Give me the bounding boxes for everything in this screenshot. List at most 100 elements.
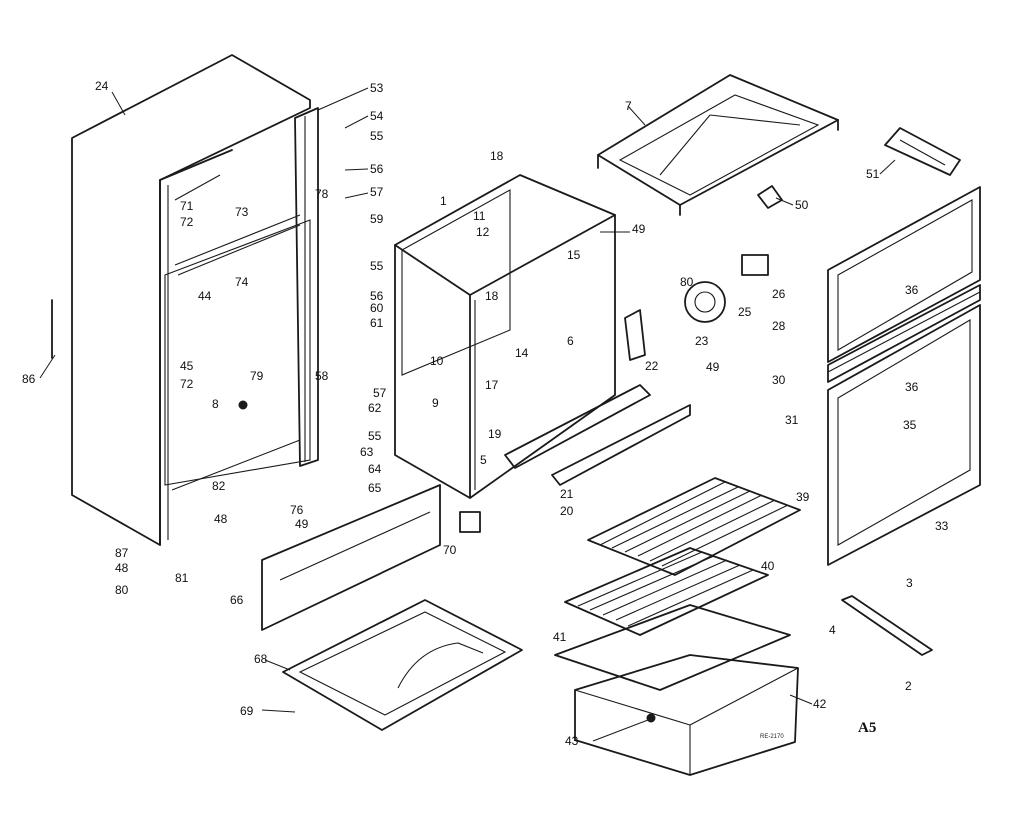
callout: 21 — [560, 487, 574, 501]
callout: 23 — [695, 334, 709, 348]
callout: 63 — [360, 445, 374, 459]
callout: 43 — [565, 734, 579, 748]
callout: 49 — [706, 360, 720, 374]
callout: 1 — [440, 194, 447, 208]
callout: 3 — [906, 576, 913, 590]
callout-labels: 24 53 54 55 56 57 78 59 55 56 60 61 71 7… — [22, 79, 949, 748]
callout: 82 — [212, 479, 226, 493]
callout: 17 — [485, 378, 499, 392]
callout: 58 — [315, 369, 329, 383]
callout: 28 — [772, 319, 786, 333]
callout: 57 — [370, 185, 384, 199]
callout: 41 — [553, 630, 567, 644]
callout: 6 — [567, 334, 574, 348]
callout: 72 — [180, 377, 194, 391]
callout: 86 — [22, 372, 36, 386]
base-grille — [261, 484, 441, 631]
callout: 35 — [903, 418, 917, 432]
door-hinge — [841, 595, 933, 656]
callout: 14 — [515, 346, 529, 360]
callout: 65 — [368, 481, 382, 495]
leader-lines — [39, 87, 896, 742]
fan-motor — [741, 254, 769, 276]
part-22 — [624, 309, 646, 361]
callout: 48 — [214, 512, 228, 526]
cabinet-shell — [71, 54, 311, 546]
callout: 33 — [935, 519, 949, 533]
callout: 10 — [430, 354, 444, 368]
callout: 48 — [115, 561, 129, 575]
fastener-8 — [238, 400, 248, 410]
cabinet-mullion — [294, 107, 319, 467]
callout: 57 — [373, 386, 387, 400]
callout: 55 — [370, 259, 384, 273]
door-gasket-divider — [827, 284, 981, 383]
fan-shroud — [684, 281, 726, 323]
callout: 24 — [95, 79, 109, 93]
fresh-food-door — [827, 304, 981, 566]
callout: 55 — [368, 429, 382, 443]
drain-pan — [282, 599, 523, 731]
callout: 50 — [795, 198, 809, 212]
fastener-43 — [646, 713, 656, 723]
callout: 74 — [235, 275, 249, 289]
callout: 2 — [905, 679, 912, 693]
callout: 36 — [905, 380, 919, 394]
callout: 20 — [560, 504, 574, 518]
part-50 — [757, 185, 783, 209]
callout: 11 — [473, 209, 486, 223]
callout: 19 — [488, 427, 502, 441]
callout: 49 — [295, 517, 309, 531]
callout: 56 — [370, 162, 384, 176]
callout: 12 — [476, 225, 490, 239]
callout: 25 — [738, 305, 752, 319]
wire-shelf-40 — [564, 547, 769, 636]
callout: 54 — [370, 109, 384, 123]
callout: 81 — [175, 571, 189, 585]
callout: 18 — [490, 149, 504, 163]
callout: 9 — [432, 396, 439, 410]
ice-tray — [884, 127, 961, 176]
callout: 53 — [370, 81, 384, 95]
callout: 56 — [370, 289, 384, 303]
callout: 69 — [240, 704, 254, 718]
callout: 62 — [368, 401, 382, 415]
glass-shelf — [554, 604, 791, 691]
crisper-drawer — [574, 654, 799, 776]
callout: 15 — [567, 248, 581, 262]
callout: 61 — [370, 316, 384, 330]
callout: 51 — [866, 167, 880, 181]
callout: 42 — [813, 697, 827, 711]
callout: 5 — [480, 453, 487, 467]
callout: 79 — [250, 369, 264, 383]
callout: 68 — [254, 652, 268, 666]
callout: 72 — [180, 215, 194, 229]
page-tag: A5 — [858, 720, 876, 736]
callout: 45 — [180, 359, 194, 373]
callout: 55 — [370, 129, 384, 143]
callout: 31 — [785, 413, 799, 427]
callout: 64 — [368, 462, 382, 476]
drawing-number: RE-2170 — [760, 734, 784, 740]
callout: 70 — [443, 543, 457, 557]
callout: 44 — [198, 289, 212, 303]
freezer-door — [827, 186, 981, 363]
freezer-shelf — [597, 74, 839, 216]
callout: 76 — [290, 503, 304, 517]
callout: 22 — [645, 359, 659, 373]
callout: 66 — [230, 593, 244, 607]
callout: 80 — [115, 583, 129, 597]
callout: 30 — [772, 373, 786, 387]
callout: 71 — [180, 199, 194, 213]
part-70 — [459, 511, 481, 533]
callout: 78 — [315, 187, 329, 201]
callout: 36 — [905, 283, 919, 297]
callout: 60 — [370, 301, 384, 315]
wire-shelf-39 — [587, 477, 801, 576]
callout: 8 — [212, 397, 219, 411]
callout: 18 — [485, 289, 499, 303]
callout: 87 — [115, 546, 129, 560]
liner-box — [394, 174, 691, 499]
callout: 26 — [772, 287, 786, 301]
